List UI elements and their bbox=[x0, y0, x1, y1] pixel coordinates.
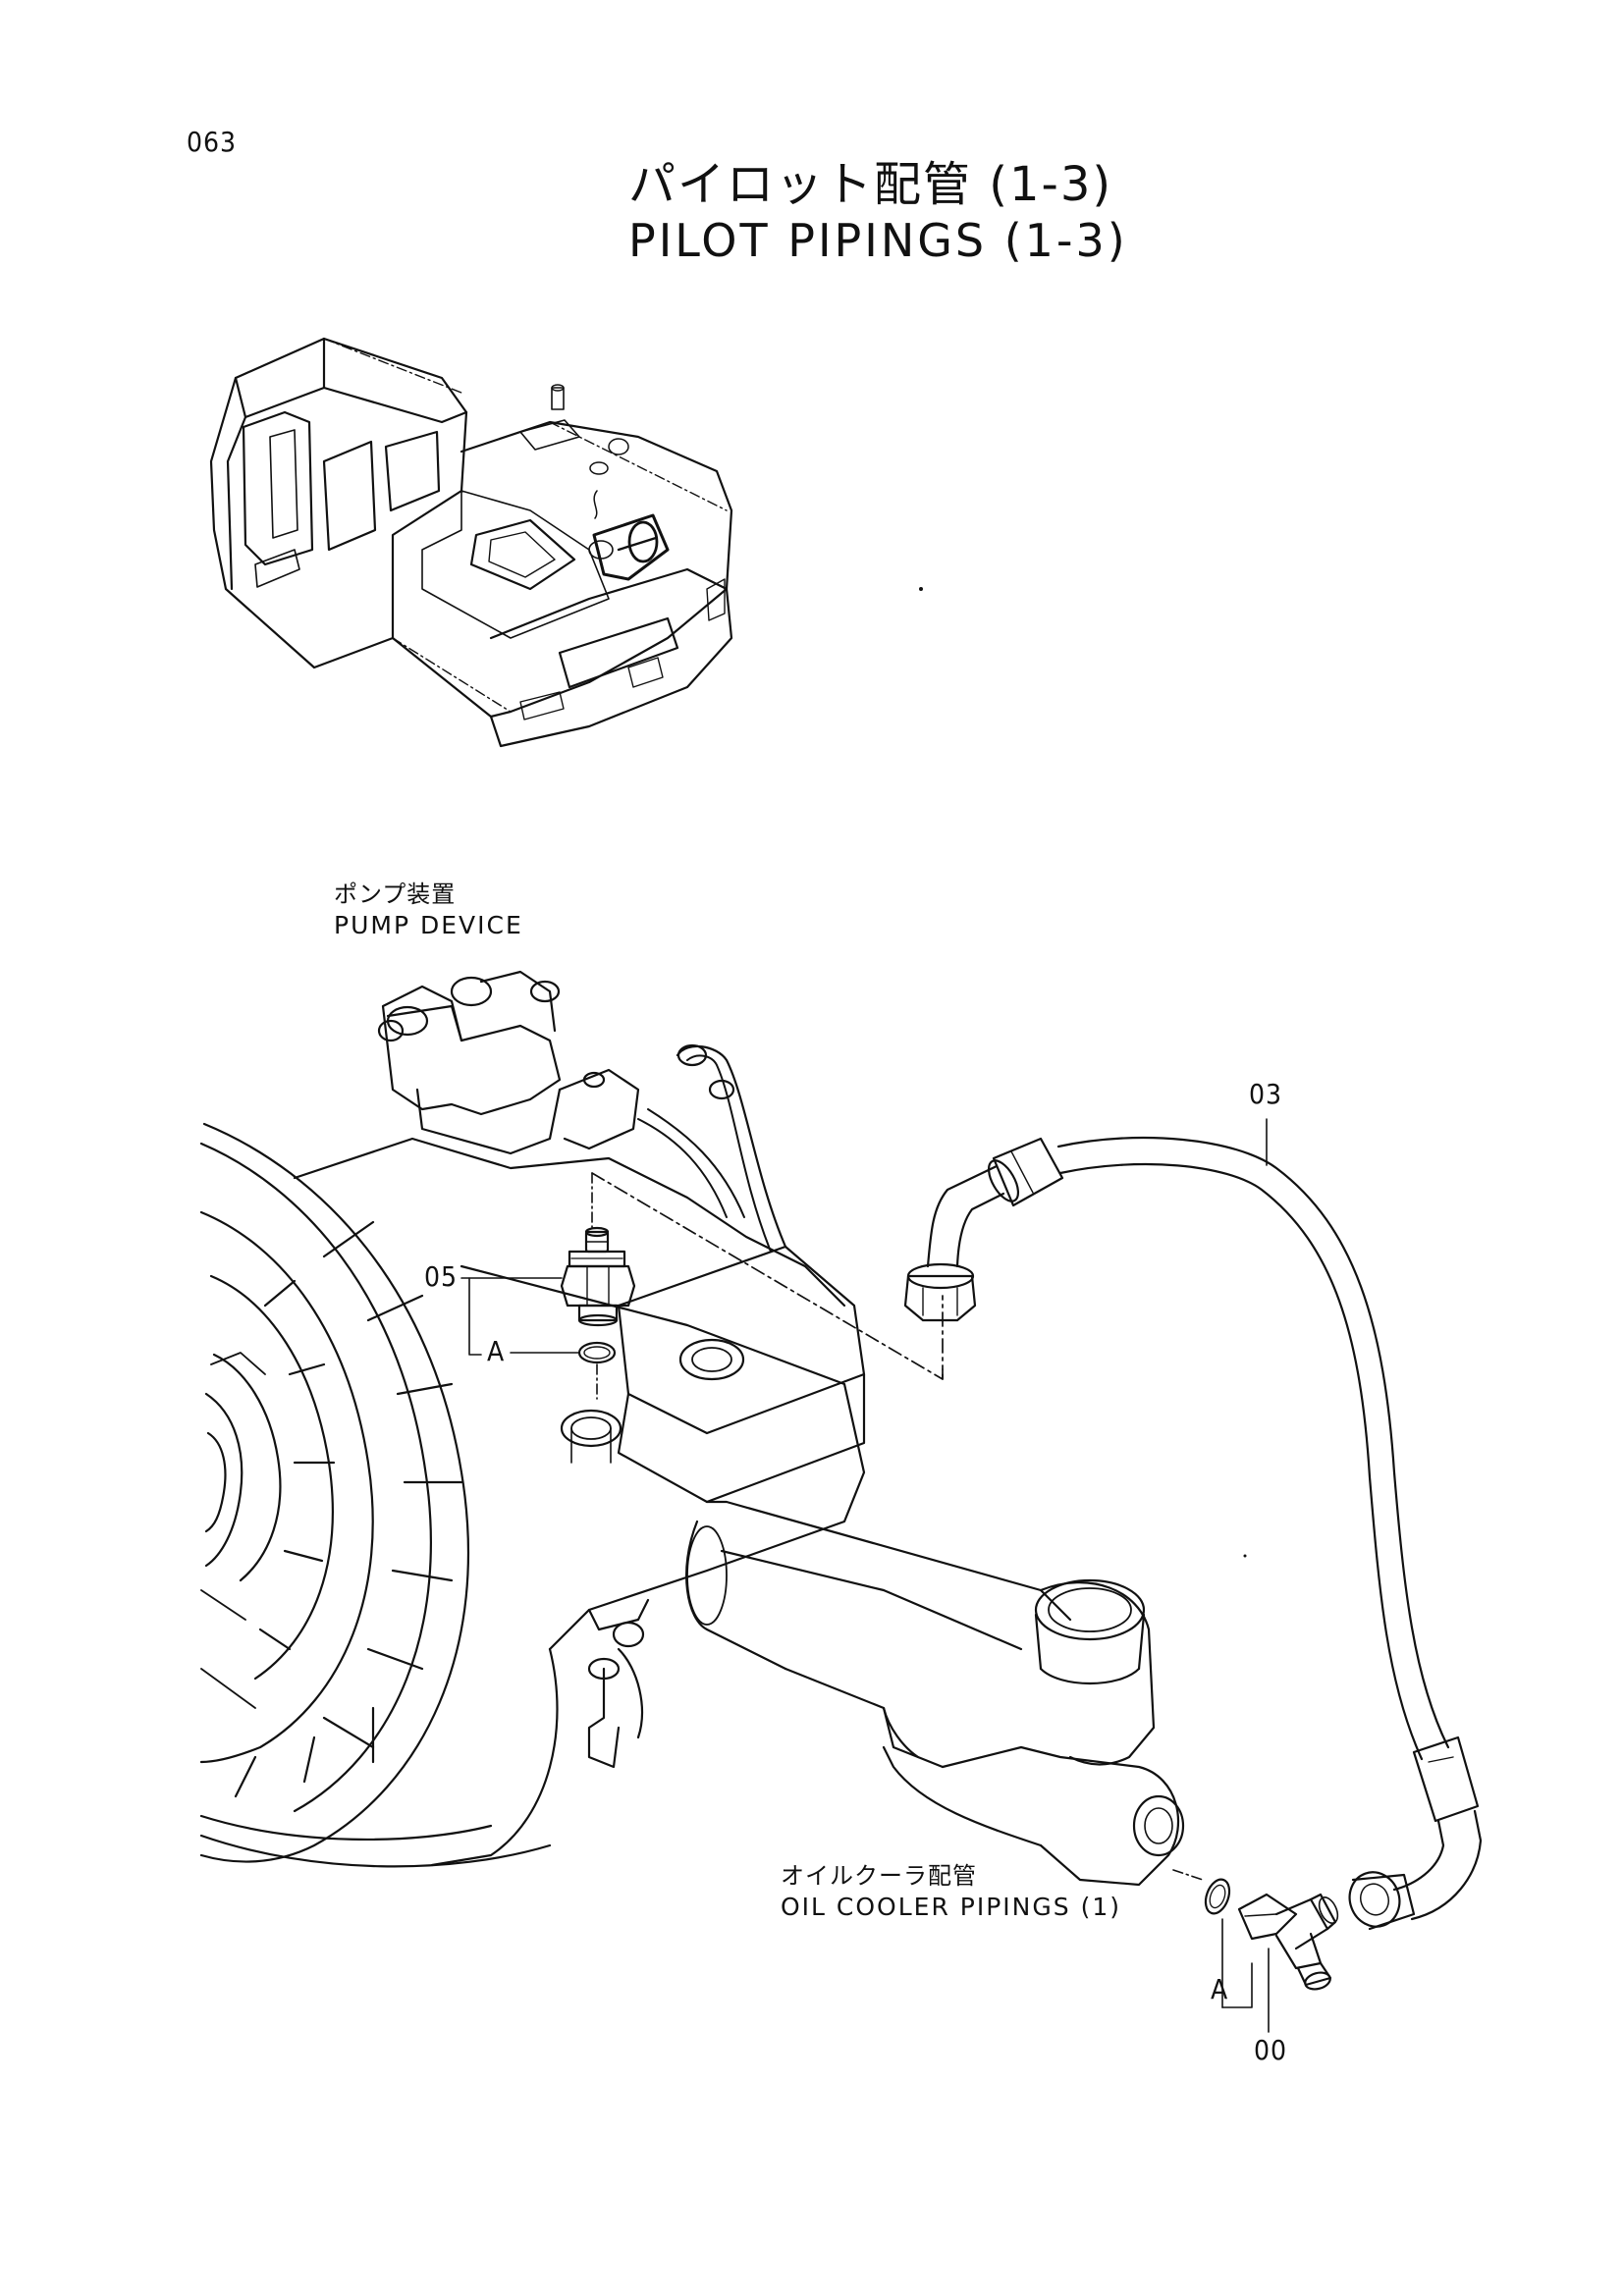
pump-device-drawing bbox=[199, 970, 1185, 1887]
callout-oring-a-lower: A bbox=[1211, 1973, 1229, 2005]
oil-cooler-label: オイルクーラ配管 OIL COOLER PIPINGS (1) bbox=[781, 1860, 1121, 1923]
oil-cooler-label-japanese: オイルクーラ配管 bbox=[781, 1862, 977, 1890]
tee-fitting-00-drawing bbox=[1237, 1893, 1339, 1991]
pump-device-label-japanese: ポンプ装置 bbox=[334, 881, 457, 908]
oring-a-lower bbox=[1204, 1878, 1231, 1915]
pump-device-label: ポンプ装置 PUMP DEVICE bbox=[334, 879, 523, 941]
hose-03-drawing bbox=[903, 1136, 1483, 1931]
callout-hose-03: 03 bbox=[1249, 1078, 1283, 1110]
pump-device-label-english: PUMP DEVICE bbox=[334, 911, 523, 939]
title-japanese: パイロット配管 (1-3) bbox=[628, 157, 1113, 212]
callout-tee-00: 00 bbox=[1254, 2034, 1288, 2066]
adapter-05-drawing bbox=[560, 1226, 636, 1327]
page-number: 063 bbox=[187, 126, 238, 158]
title-english: PILOT PIPINGS (1-3) bbox=[628, 214, 1128, 267]
excavator-location-icon bbox=[209, 337, 733, 748]
oring-a-upper bbox=[577, 1341, 617, 1364]
stray-dot bbox=[919, 587, 923, 591]
callout-adapter-05: 05 bbox=[424, 1260, 459, 1293]
callout-oring-a-upper: A bbox=[487, 1335, 506, 1367]
oil-cooler-label-english: OIL COOLER PIPINGS (1) bbox=[781, 1893, 1121, 1921]
stray-dot-2 bbox=[1243, 1554, 1247, 1558]
title-block: パイロット配管 (1-3) PILOT PIPINGS (1-3) bbox=[628, 157, 1139, 269]
